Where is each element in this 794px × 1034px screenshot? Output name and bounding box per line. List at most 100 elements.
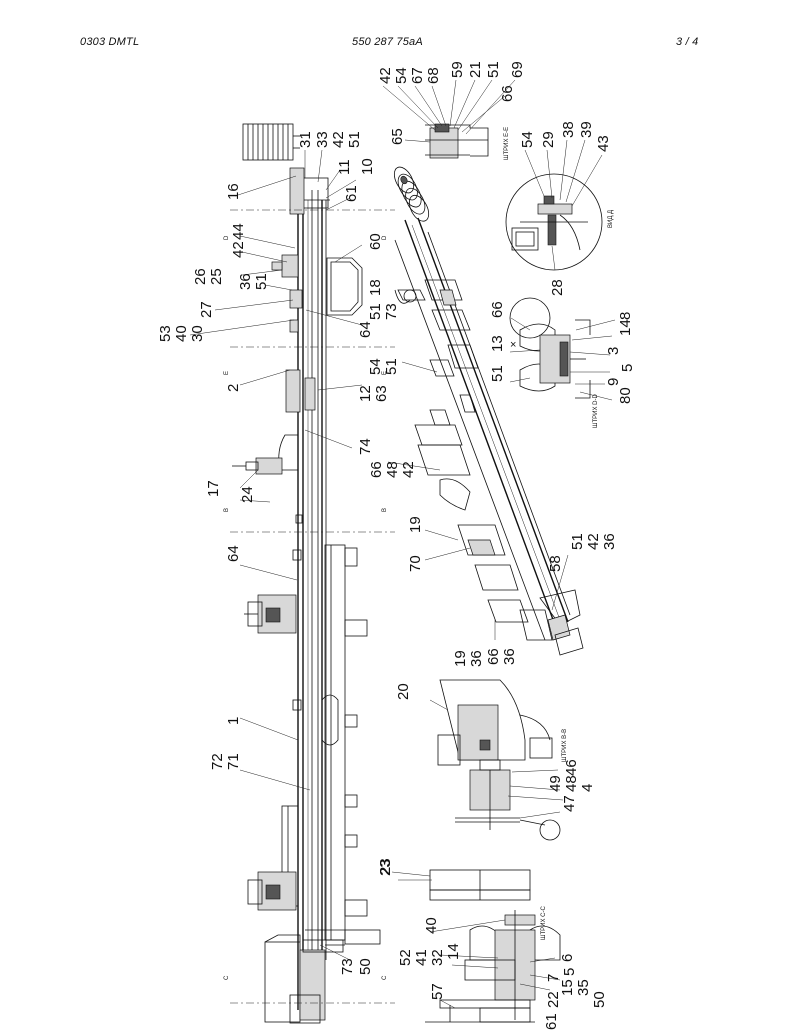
part-label: 33: [314, 131, 331, 148]
part-label: 27: [198, 301, 215, 318]
view-e-caption: ШТРИХ Е-Е: [504, 127, 510, 160]
lower-clamp-unit: [247, 871, 297, 911]
section-mark: E: [382, 371, 388, 375]
part-label: 48: [384, 461, 401, 478]
section-lines: D D E E B B C C: [224, 209, 395, 1004]
part-label: 70: [407, 555, 424, 572]
part-label: 19: [407, 516, 424, 533]
part-label: 67: [409, 67, 426, 84]
part-label: 17: [205, 480, 222, 497]
part-label: 51: [367, 303, 384, 320]
part-label: 18: [367, 279, 384, 296]
view-b-caption: ШТРИХ В-В: [562, 729, 568, 762]
part-label: 42: [585, 533, 602, 550]
part-label: 30: [189, 325, 206, 342]
part-label: 51: [485, 61, 502, 78]
part-label: 50: [357, 958, 374, 975]
part-label: 23: [377, 859, 394, 876]
part-label: 36: [468, 650, 485, 667]
part-label: 51: [253, 273, 270, 290]
part-label: 49: [547, 775, 564, 792]
part-label: 68: [425, 67, 442, 84]
part-label: 51: [383, 358, 400, 375]
part-label: 6: [559, 954, 576, 962]
part-label: 71: [225, 753, 242, 770]
part-label: 38: [560, 121, 577, 138]
header-page-number: 3 / 4: [676, 36, 699, 48]
part-label: 42: [230, 241, 247, 258]
section-mark: D: [224, 235, 230, 240]
part-label: 42: [400, 461, 417, 478]
part-label: 20: [395, 683, 412, 700]
section-view-c: ШТРИХ С-С: [398, 869, 561, 1023]
part-label: 21: [467, 61, 484, 78]
part-label: 64: [357, 321, 374, 338]
part-label: 66: [485, 648, 502, 665]
section-mark: B: [382, 508, 388, 512]
part-label: 72: [209, 753, 226, 770]
section-mark: C: [224, 975, 230, 980]
isometric-view: [387, 166, 584, 656]
part-label: 51: [489, 365, 506, 382]
part-label: 22: [545, 991, 562, 1008]
part-label: 58: [547, 555, 564, 572]
part-label: 48: [563, 775, 580, 792]
part-label: 61: [543, 1013, 560, 1030]
unit-17: [232, 434, 299, 475]
leader-lines-main: [189, 149, 431, 961]
part-label: 40: [173, 325, 190, 342]
part-label: 36: [501, 648, 518, 665]
part-label: 32: [429, 949, 446, 966]
part-label: 15: [559, 979, 576, 996]
part-label: 24: [239, 486, 256, 503]
part-label: 29: [540, 131, 557, 148]
part-label: 7: [545, 974, 562, 982]
part-label: 8: [617, 312, 634, 320]
part-label: 2: [225, 384, 242, 392]
part-label: 11: [336, 159, 353, 175]
part-label: 66: [499, 85, 516, 102]
part-label: 13: [489, 335, 506, 352]
view-d-caption: ШТРИХ D-D: [593, 394, 599, 428]
part-label: 51: [569, 533, 586, 550]
part-label: 69: [509, 61, 526, 78]
unit-64: [244, 594, 297, 634]
part-label: 14: [617, 319, 634, 336]
section-view-e: ШТРИХ Е-Е: [382, 79, 516, 160]
part-label: 39: [578, 121, 595, 138]
part-label: 57: [429, 983, 446, 1000]
part-labels-views: 42 54 67 68 59 21 51 66 69 65 54 29 38 3…: [377, 61, 636, 1030]
section-mark: B: [224, 508, 230, 512]
part-label: 1: [225, 717, 242, 725]
part-label: 44: [230, 223, 247, 240]
bottom-end-unit: [264, 929, 345, 1024]
part-label: 52: [397, 949, 414, 966]
part-label: 53: [157, 325, 174, 342]
part-label: 73: [383, 303, 400, 320]
part-label: 51: [346, 131, 363, 148]
part-label: 10: [359, 158, 376, 175]
part-label: 47: [561, 795, 578, 812]
part-label: 36: [237, 273, 254, 290]
part-label: 54: [393, 67, 410, 84]
part-label: 66: [368, 461, 385, 478]
section-view-b: ШТРИХ В-В: [429, 679, 568, 841]
part-label: 64: [225, 545, 242, 562]
part-label: 46: [563, 759, 580, 776]
part-label: 12: [357, 385, 374, 402]
part-label: 5: [561, 968, 578, 976]
part-label: 59: [449, 61, 466, 78]
section-mark: E: [224, 371, 230, 375]
part-label: 41: [413, 949, 430, 966]
part-label: 74: [357, 438, 374, 455]
view-c-caption: ШТРИХ С-С: [541, 906, 547, 940]
detail-d-caption: ВИД Д: [608, 210, 614, 228]
main-frame-view: [232, 123, 381, 1024]
section-view-d: × ШТРИХ D-D: [509, 297, 616, 428]
cable-reel: [242, 123, 300, 161]
part-label: 42: [330, 131, 347, 148]
part-label: 40: [423, 917, 440, 934]
part-labels-main: 16 31 33 42 51 11 10 61 44 42 26 25 36 5…: [157, 131, 424, 975]
part-label: 23: [377, 858, 394, 875]
